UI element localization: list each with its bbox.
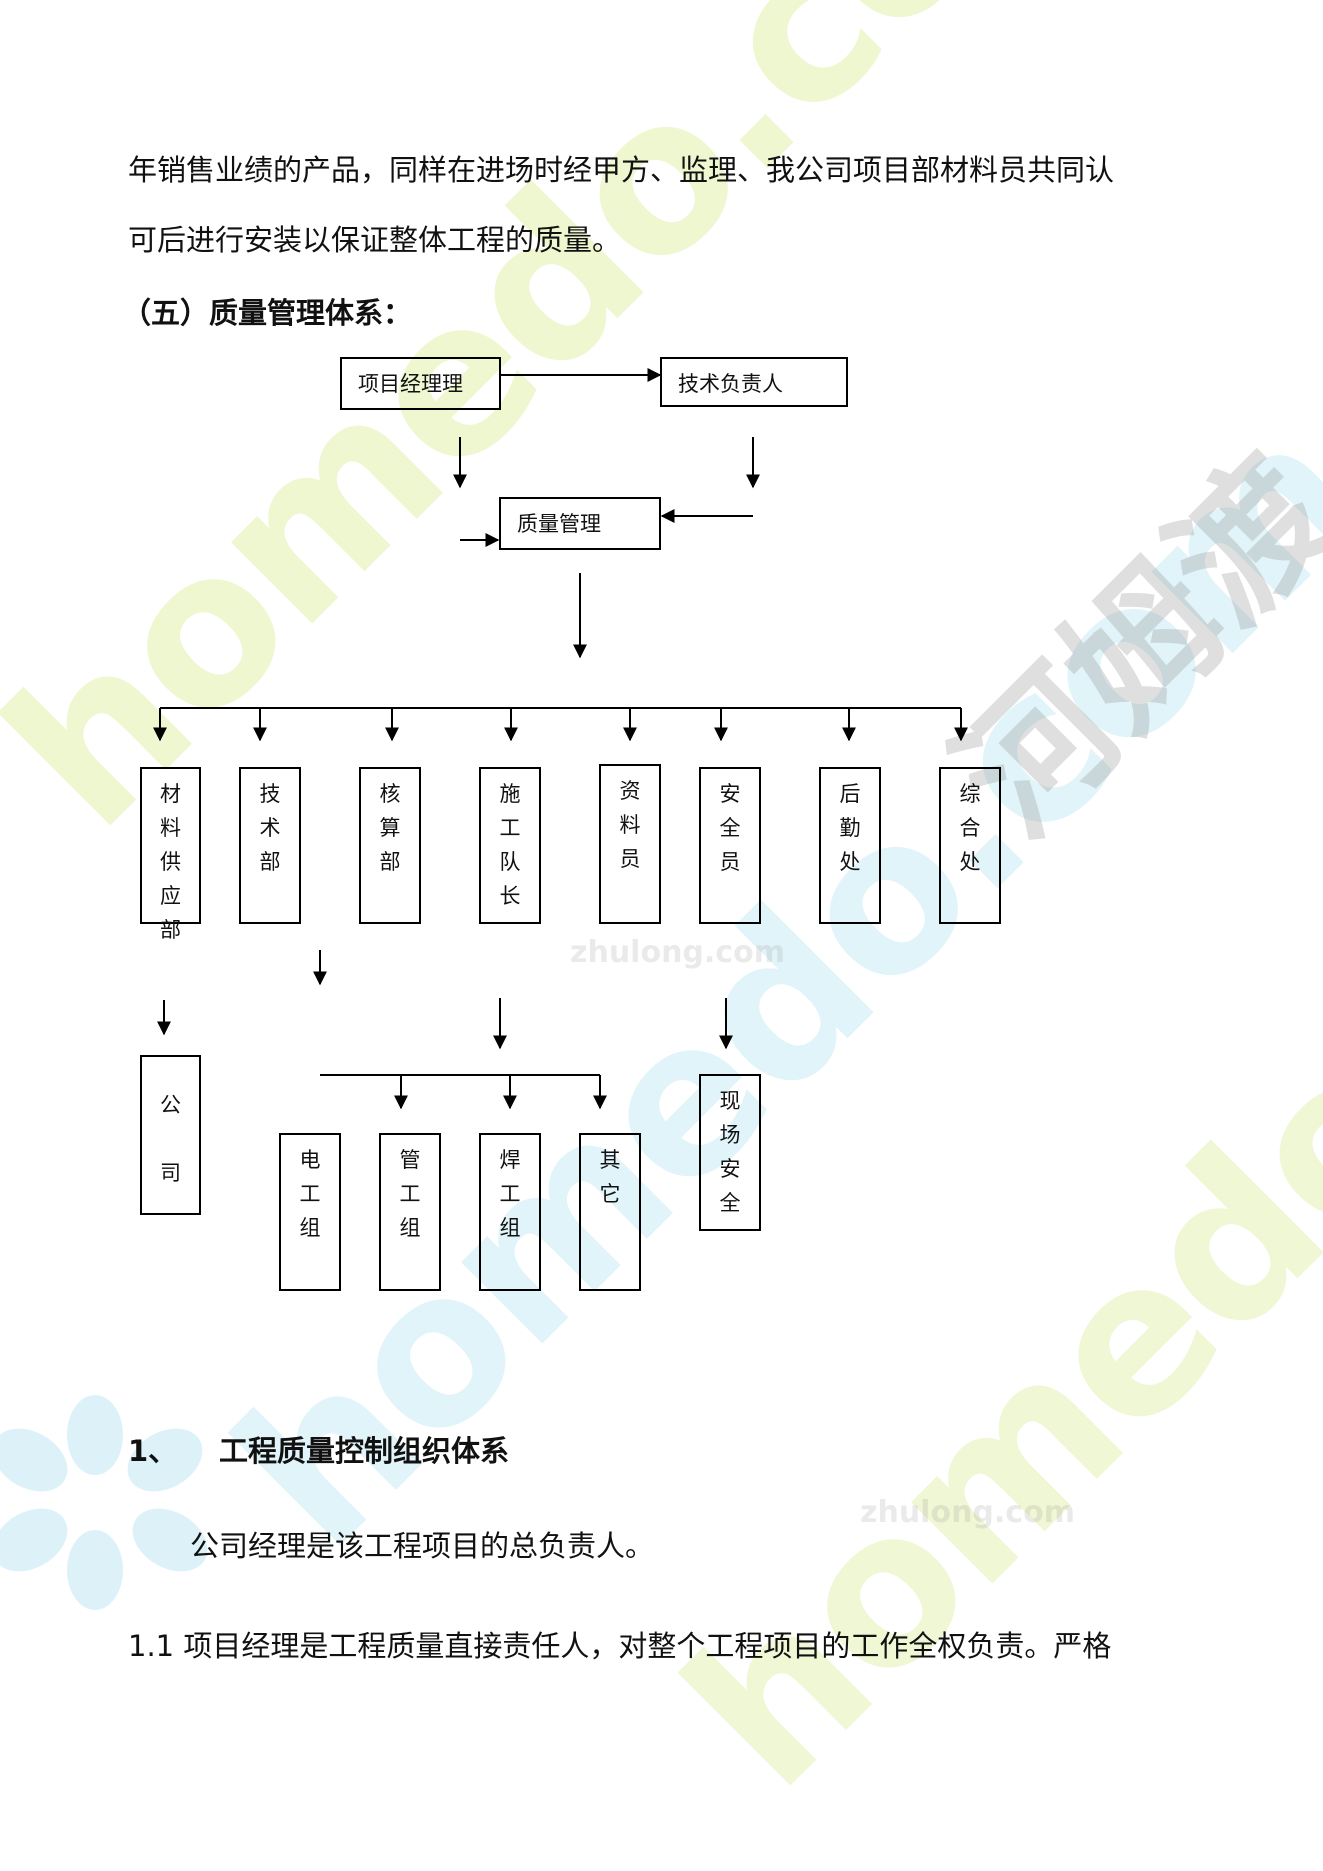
label-char: 队 (499, 850, 521, 874)
label-char: 它 (599, 1182, 621, 1206)
team-other-label: 其它 (581, 1143, 639, 1211)
label-char: 料 (619, 813, 641, 837)
dept-logistics-label: 后勤处 (821, 777, 879, 879)
heading-number: 1、 (128, 1434, 178, 1468)
company-char-1: 公 (160, 1093, 181, 1117)
label-char: 工 (299, 1182, 321, 1206)
label-char: 工 (499, 1182, 521, 1206)
label-char: 焊 (499, 1148, 521, 1172)
label-char: 部 (379, 850, 401, 874)
label-char: 部 (259, 850, 281, 874)
company-label: 公 司 (142, 1071, 199, 1207)
label-char: 处 (959, 850, 981, 874)
label-char: 后 (839, 782, 861, 806)
label-char: 安 (719, 1157, 741, 1181)
label-char: 综 (959, 782, 981, 806)
label-char: 施 (499, 782, 521, 806)
project-manager-box: 项目经理理 (340, 357, 501, 410)
label-char: 电 (299, 1148, 321, 1172)
label-char: 场 (719, 1123, 741, 1147)
dept-docs-label: 资料员 (601, 774, 659, 876)
label-char: 核 (379, 782, 401, 806)
dept-accounting-box: 核算部 (359, 767, 421, 924)
label-char: 供 (160, 850, 181, 874)
heading-title: 工程质量控制组织体系 (219, 1434, 510, 1468)
label-char: 员 (719, 850, 741, 874)
dept-accounting-label: 核算部 (361, 777, 419, 879)
team-electric-label: 电工组 (281, 1143, 339, 1245)
dept-safety-label: 安全员 (701, 777, 759, 879)
label-char: 现 (719, 1089, 741, 1113)
dept-tech-label: 技术部 (241, 777, 299, 879)
label-char: 勤 (839, 816, 861, 840)
dept-general-label: 综合处 (941, 777, 999, 879)
company-char-2: 司 (160, 1161, 181, 1185)
label-char: 应 (160, 884, 181, 908)
tech-lead-box: 技术负责人 (660, 357, 848, 407)
label-char: 部 (160, 918, 181, 942)
dept-construction-box: 施工队长 (479, 767, 541, 924)
dept-material-label: 材料供应部 (142, 777, 199, 947)
label-char: 资 (619, 779, 641, 803)
dept-material-box: 材料供应部 (140, 767, 201, 942)
quality-management-box: 质量管理 (499, 497, 661, 550)
paragraph-line-1: 年销售业绩的产品，同样在进场时经甲方、监理、我公司项目部材料员共同认 (128, 153, 1115, 187)
dept-docs-box: 资料员 (599, 764, 661, 924)
paragraph-company-manager: 公司经理是该工程项目的总负责人。 (190, 1529, 655, 1563)
team-electric-box: 电工组 (279, 1133, 341, 1291)
label-char: 工 (399, 1182, 421, 1206)
label-char: 材 (160, 782, 181, 806)
paragraph-line-2: 可后进行安装以保证整体工程的质量。 (128, 223, 622, 257)
label-char: 处 (839, 850, 861, 874)
label-char: 管 (399, 1148, 421, 1172)
site-safety-label: 现场安全 (701, 1084, 759, 1220)
team-weld-box: 焊工组 (479, 1133, 541, 1291)
company-box: 公 司 (140, 1055, 201, 1215)
site-safety-box: 现场安全 (699, 1074, 761, 1231)
team-pipe-label: 管工组 (381, 1143, 439, 1245)
label-char: 长 (499, 884, 521, 908)
label-char: 其 (599, 1148, 621, 1172)
label-char: 算 (379, 816, 401, 840)
label-char: 工 (499, 816, 521, 840)
paragraph-project-manager: 1.1 项目经理是工程质量直接责任人，对整个工程项目的工作全权负责。严格 (128, 1629, 1112, 1663)
dept-general-box: 综合处 (939, 767, 1001, 924)
section-title: （五）质量管理体系： (122, 296, 413, 330)
label-char: 料 (160, 816, 181, 840)
label-char: 合 (959, 816, 981, 840)
team-other-box: 其它 (579, 1133, 641, 1291)
dept-tech-box: 技术部 (239, 767, 301, 924)
label-char: 全 (719, 816, 741, 840)
label-char: 组 (399, 1216, 421, 1240)
dept-logistics-box: 后勤处 (819, 767, 881, 924)
label-char: 术 (259, 816, 281, 840)
team-weld-label: 焊工组 (481, 1143, 539, 1245)
label-char: 组 (499, 1216, 521, 1240)
label-char: 技 (259, 782, 281, 806)
team-pipe-box: 管工组 (379, 1133, 441, 1291)
label-char: 安 (719, 782, 741, 806)
dept-safety-box: 安全员 (699, 767, 761, 924)
dept-construction-label: 施工队长 (481, 777, 539, 913)
label-char: 全 (719, 1191, 741, 1215)
label-char: 组 (299, 1216, 321, 1240)
label-char: 员 (619, 847, 641, 871)
